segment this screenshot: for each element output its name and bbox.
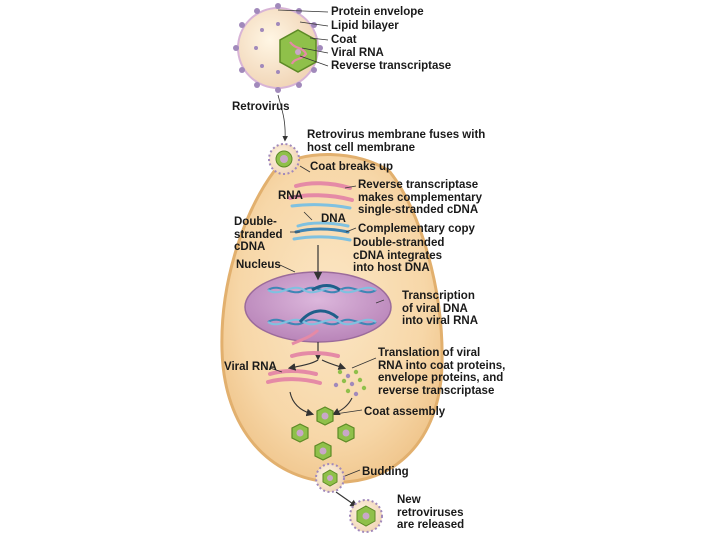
step-transcription: Transcription of viral DNA into viral RN… <box>402 290 479 327</box>
label-lipid-bilayer: Lipid bilayer <box>331 20 399 32</box>
assembly-arrow-right <box>332 397 353 415</box>
fusing-virion <box>268 143 300 175</box>
step-complementary-copy: Complementary copy <box>358 223 475 235</box>
label-viral-rna-cytoplasm: Viral RNA <box>224 361 277 373</box>
viral-proteins <box>333 369 367 397</box>
label-rna: RNA <box>278 190 303 202</box>
assembling-coats <box>291 406 355 461</box>
assembly-arrow-left <box>289 391 315 417</box>
label-protein-envelope: Protein envelope <box>331 6 424 18</box>
step-fusion: Retrovirus membrane fuses with host cell… <box>307 129 486 154</box>
label-dna: DNA <box>321 213 346 225</box>
step-coat-breaks-up: Coat breaks up <box>310 161 394 173</box>
split-arrow-right <box>321 359 347 370</box>
step-integration: Double-stranded cDNA integrates into hos… <box>353 237 445 274</box>
step-translation: Translation of viral RNA into coat prote… <box>378 347 506 397</box>
label-retrovirus: Retrovirus <box>232 101 290 113</box>
rna-strands <box>288 181 354 242</box>
budding-virion <box>315 463 345 493</box>
left-leader-lines <box>269 94 385 477</box>
step-budding: Budding <box>362 466 409 478</box>
retrovirus-virion <box>233 3 323 93</box>
transcribed-rna-strand <box>291 328 320 346</box>
split-arrow-left <box>287 359 319 371</box>
host-dna-helix <box>267 284 377 326</box>
virion-leader-lines <box>277 9 329 67</box>
released-virion <box>349 499 383 533</box>
label-viral-rna-virion: Viral RNA <box>331 47 384 59</box>
step-release: New retroviruses are released <box>397 494 465 531</box>
label-double-stranded-cdna: Double- stranded cDNA <box>234 216 283 253</box>
label-reverse-transcriptase: Reverse transcriptase <box>331 60 452 72</box>
step-reverse-transcription: Reverse transcriptase makes complementar… <box>358 179 483 216</box>
step-coat-assembly: Coat assembly <box>364 406 446 418</box>
cytoplasm-viral-rna <box>266 351 340 385</box>
release-arrow <box>335 491 358 508</box>
label-coat: Coat <box>331 34 357 46</box>
label-nucleus: Nucleus <box>236 259 281 271</box>
